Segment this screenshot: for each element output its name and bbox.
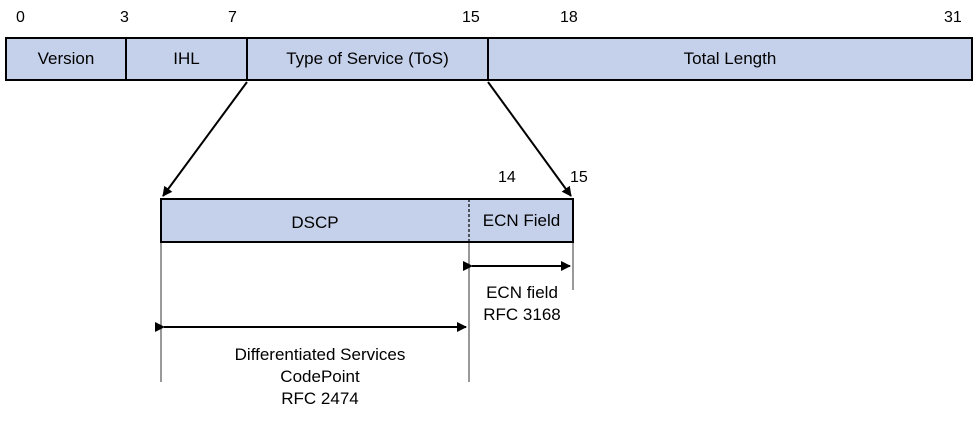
zoom-arrow-left — [162, 81, 248, 197]
field-tos: Type of Service (ToS) — [286, 49, 449, 68]
field-version: Version — [37, 49, 95, 68]
bit-label-15: 15 — [462, 9, 480, 26]
bit-label-18: 18 — [560, 9, 578, 26]
dscp-annotation-line2: CodePoint — [280, 367, 360, 386]
dscp-annotation-line1: Differentiated Services — [234, 345, 406, 364]
dscp-field: DSCP — [291, 212, 339, 232]
ecn-annotation: ECN field RFC 3168 — [462, 282, 582, 326]
ecn-annotation-line1: ECN field — [486, 283, 558, 302]
bit-label-3: 3 — [120, 9, 129, 26]
field-ihl: IHL — [173, 49, 200, 68]
tos-bit-label-15: 15 — [570, 169, 588, 186]
tos-expanded-box — [160, 198, 574, 243]
field-total-length: Total Length — [683, 49, 777, 68]
bit-label-31: 31 — [944, 9, 962, 26]
ecn-annotation-line2: RFC 3168 — [483, 305, 561, 324]
dscp-annotation-line3: RFC 2474 — [281, 389, 359, 408]
ecn-field: ECN Field — [482, 210, 561, 230]
tos-bit-label-14: 14 — [498, 169, 516, 186]
dscp-annotation: Differentiated Services CodePoint RFC 24… — [190, 344, 450, 410]
bit-label-7: 7 — [228, 9, 237, 26]
bit-label-0: 0 — [16, 9, 25, 26]
zoom-arrow-right — [487, 81, 572, 197]
